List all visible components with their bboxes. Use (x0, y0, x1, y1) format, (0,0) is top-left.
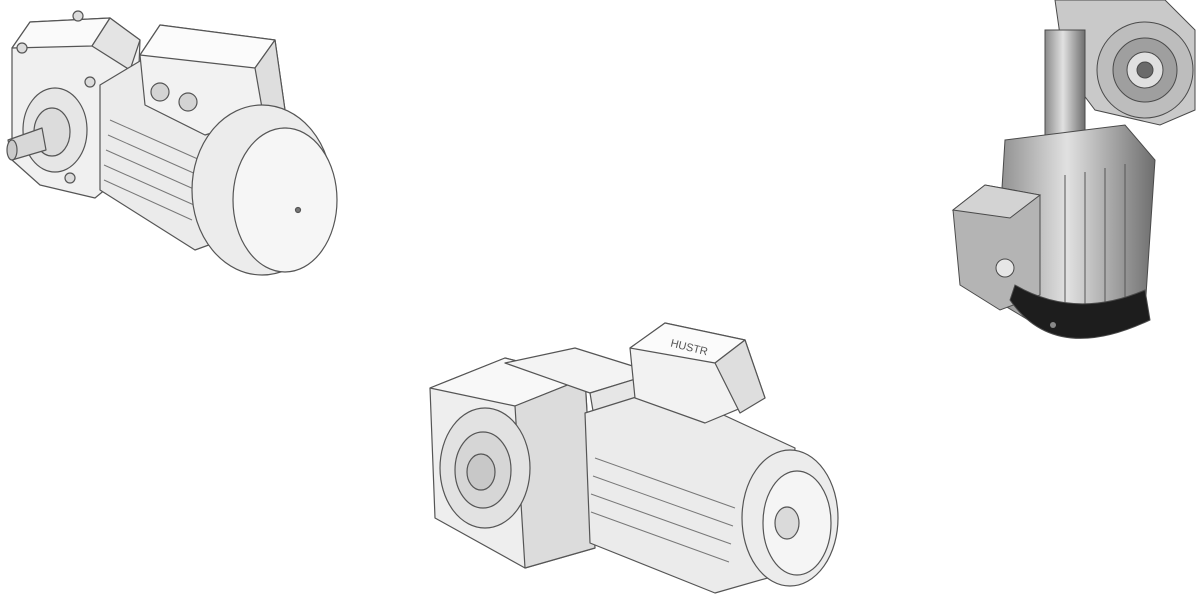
helical-gear-motor-drawing (6, 10, 338, 276)
helical-gear-motor-image (0, 0, 345, 285)
worm-gear-motor-drawing (951, 0, 1196, 339)
bevel-gear-motor-image: HUSTR (415, 318, 845, 594)
worm-gear-motor-image (945, 0, 1197, 360)
bevel-gear-motor-drawing: HUSTR (429, 322, 839, 594)
